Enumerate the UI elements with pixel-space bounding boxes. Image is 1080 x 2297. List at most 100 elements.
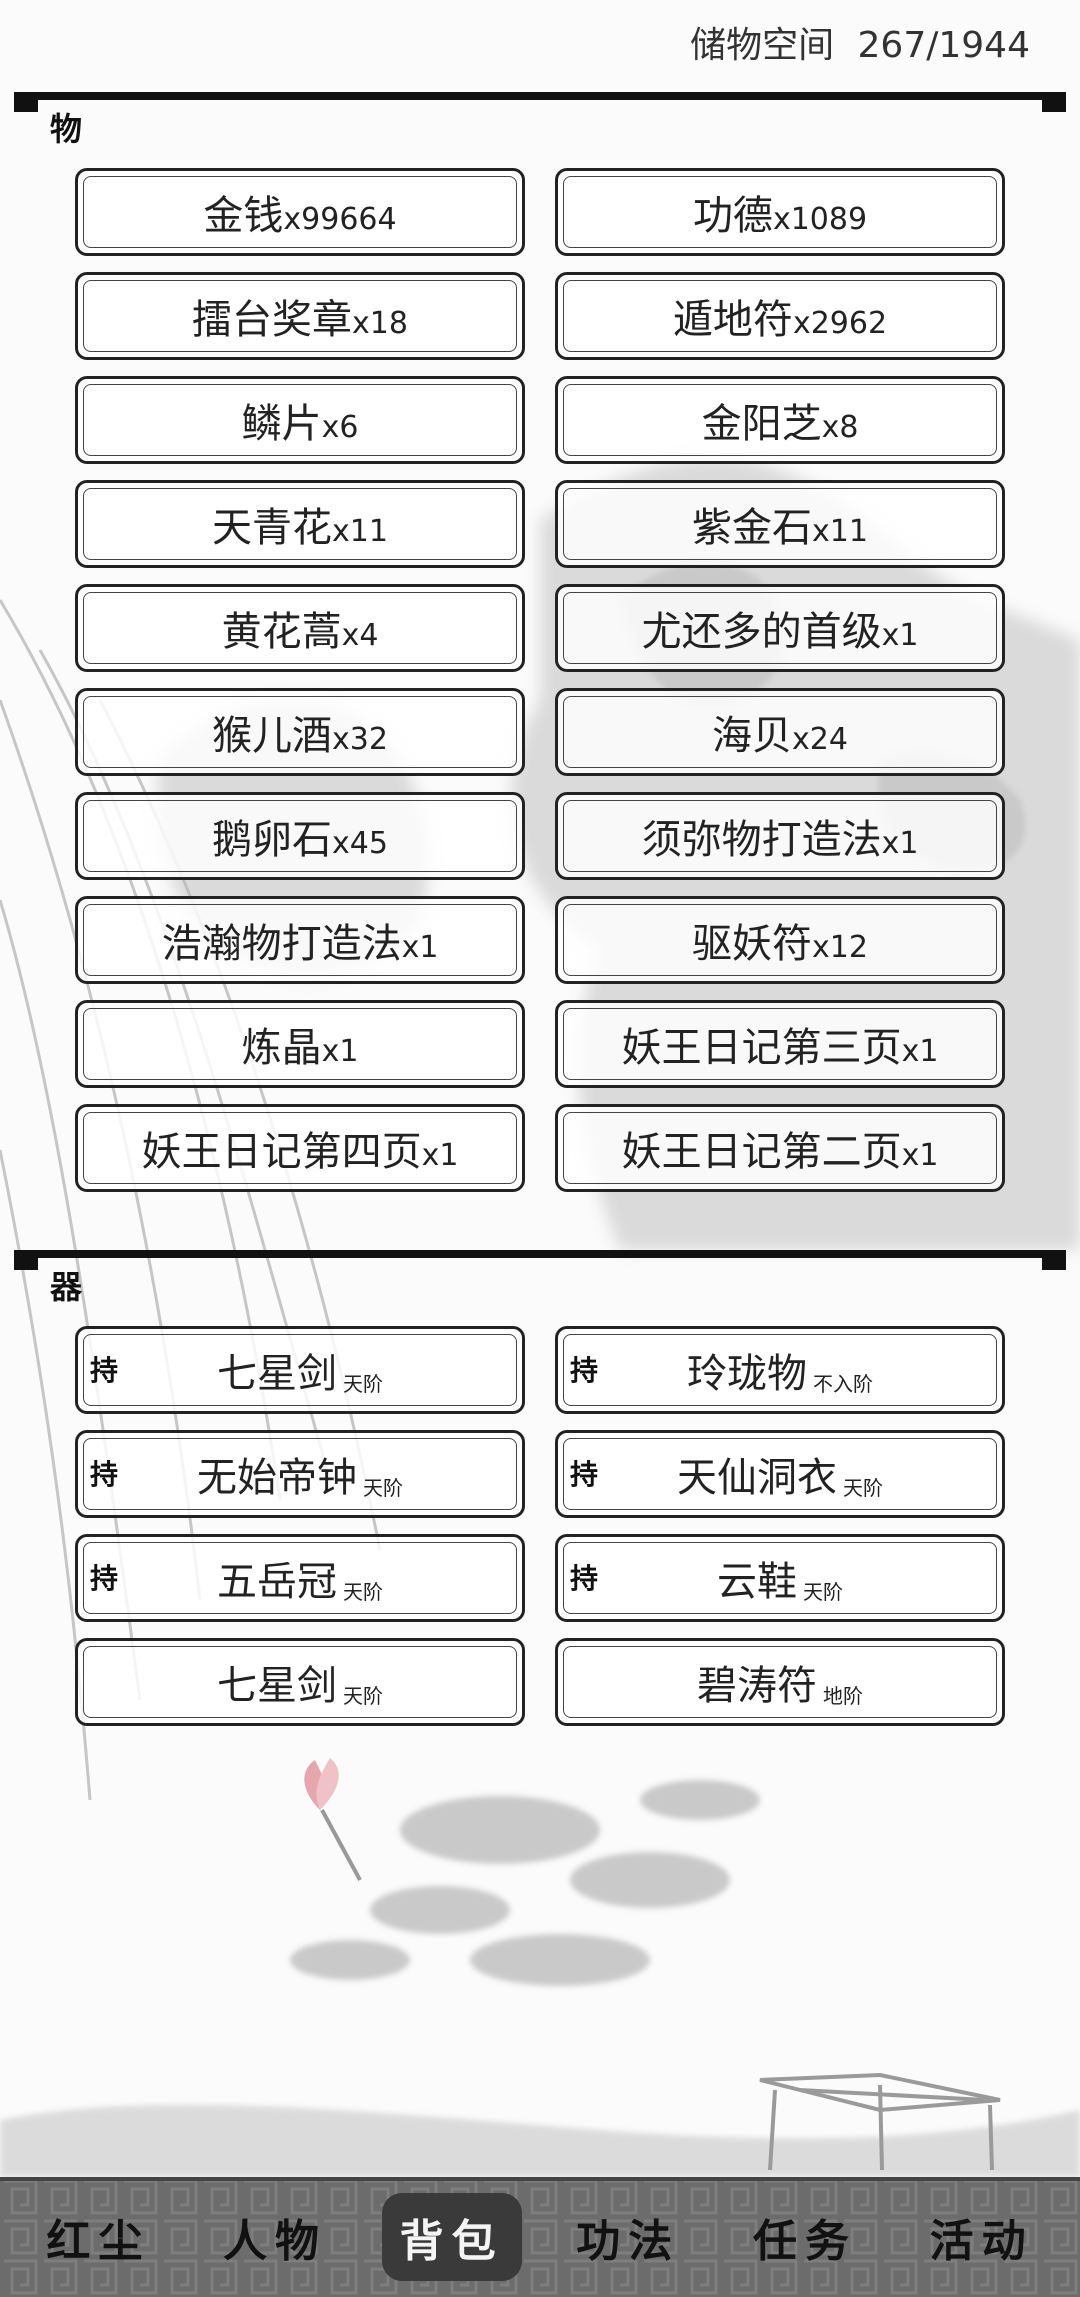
gear-grade: 天阶 xyxy=(343,1372,383,1396)
item-quantity: x1 xyxy=(901,1138,939,1173)
item-name: 驱妖符 xyxy=(692,921,813,967)
nav-tab-character[interactable]: 人物 xyxy=(222,2216,327,2267)
gear-name: 五岳冠 xyxy=(217,1559,337,1605)
item-name: 浩瀚物打造法 xyxy=(161,921,402,967)
item-name: 须弥物打造法 xyxy=(641,817,882,863)
section-title-gear: 器 xyxy=(50,1268,83,1306)
item-quantity: x6 xyxy=(321,410,359,445)
gear-slot[interactable]: 持 无始帝钟天阶 xyxy=(75,1430,525,1518)
item-name: 妖王日记第二页 xyxy=(621,1129,902,1175)
nav-tab-skills[interactable]: 功法 xyxy=(576,2216,681,2267)
gear-slot[interactable]: 持天仙洞衣天阶 xyxy=(555,1430,1005,1518)
gear-name: 碧涛符 xyxy=(697,1663,817,1709)
nav-tab-backpack[interactable]: 背包 xyxy=(381,2193,522,2281)
item-name: 鳞片 xyxy=(241,401,322,447)
gear-slot[interactable]: 持 五岳冠天阶 xyxy=(75,1534,525,1622)
gear-name: 天仙洞衣 xyxy=(677,1455,837,1501)
storage-label: 储物空间 xyxy=(690,25,835,66)
item-quantity: x1 xyxy=(321,1034,359,1069)
equipped-marker: 持 xyxy=(90,1354,119,1387)
fret-pattern-decoration xyxy=(0,2177,1080,2297)
equipped-marker: 持 xyxy=(570,1354,599,1387)
item-quantity: x1089 xyxy=(772,202,868,237)
item-quantity: x11 xyxy=(812,514,868,549)
item-name: 炼晶 xyxy=(241,1025,322,1071)
gear-name: 云鞋 xyxy=(717,1559,797,1605)
item-quantity: x99664 xyxy=(283,202,397,237)
section-title-items: 物 xyxy=(50,110,83,148)
storage-count: 267/1944 xyxy=(857,25,1030,66)
item-quantity: x2962 xyxy=(792,306,888,341)
item-name: 尤还多的首级 xyxy=(641,609,882,655)
nav-tab-quests[interactable]: 任务 xyxy=(752,2216,857,2267)
item-name: 紫金石 xyxy=(692,505,813,551)
gear-grade: 天阶 xyxy=(343,1684,383,1708)
item-name: 猴儿酒 xyxy=(212,713,333,759)
gear-slot[interactable]: 持玲珑物不入阶 xyxy=(555,1326,1005,1414)
item-quantity: x11 xyxy=(332,514,388,549)
item-quantity: x12 xyxy=(812,930,868,965)
gear-grade: 天阶 xyxy=(343,1580,383,1604)
gear-grade: 地阶 xyxy=(823,1684,863,1708)
item-quantity: x32 xyxy=(332,722,388,757)
item-quantity: x1 xyxy=(881,618,919,653)
item-name: 海贝 xyxy=(712,713,793,759)
gear-name: 无始帝钟 xyxy=(197,1455,357,1501)
equipped-marker: 持 xyxy=(570,1562,599,1595)
item-quantity: x24 xyxy=(792,722,848,757)
item-quantity: x4 xyxy=(341,618,379,653)
storage-capacity: 储物空间 267/1944 xyxy=(690,16,1030,68)
item-quantity: x1 xyxy=(401,930,439,965)
gear-grade: 天阶 xyxy=(363,1476,403,1500)
equipped-marker: 持 xyxy=(570,1458,599,1491)
nav-tab-hongchen[interactable]: 红尘 xyxy=(46,2216,151,2267)
section-divider-items xyxy=(14,92,1066,112)
item-name: 功德 xyxy=(692,193,773,239)
gear-name: 玲珑物 xyxy=(687,1351,807,1397)
gear-name: 七星剑 xyxy=(217,1351,337,1397)
gear-slot[interactable]: 持 云鞋天阶 xyxy=(555,1534,1005,1622)
gear-name: 七星剑 xyxy=(217,1663,337,1709)
gear-slot[interactable]: 持 七星剑天阶 xyxy=(75,1326,525,1414)
gear-grade: 天阶 xyxy=(803,1580,843,1604)
gear-slot[interactable]: 碧涛符地阶 xyxy=(555,1638,1005,1726)
section-divider-gear xyxy=(14,1250,1066,1270)
gear-slot[interactable]: 七星剑天阶 xyxy=(75,1638,525,1726)
item-name: 金钱 xyxy=(203,193,284,239)
item-quantity: x45 xyxy=(332,826,388,861)
item-quantity: x18 xyxy=(352,306,408,341)
item-name: 天青花 xyxy=(212,505,333,551)
nav-tab-events[interactable]: 活动 xyxy=(929,2216,1034,2267)
item-name: 黄花蒿 xyxy=(221,609,342,655)
item-name: 妖王日记第四页 xyxy=(141,1129,422,1175)
equipped-marker: 持 xyxy=(90,1458,119,1491)
bottom-nav-bar: 红尘 人物 背包 功法 任务 活动 xyxy=(0,2177,1080,2297)
gear-grid: 持七星剑天阶 持玲珑物不入阶 持无始帝钟天阶 持天仙洞衣天阶 持五岳冠天阶 持云… xyxy=(75,1326,1005,1726)
equipped-marker: 持 xyxy=(90,1562,119,1595)
item-quantity: x1 xyxy=(421,1138,459,1173)
item-name: 妖王日记第三页 xyxy=(621,1025,902,1071)
item-quantity: x1 xyxy=(881,826,919,861)
item-quantity: x8 xyxy=(821,410,859,445)
